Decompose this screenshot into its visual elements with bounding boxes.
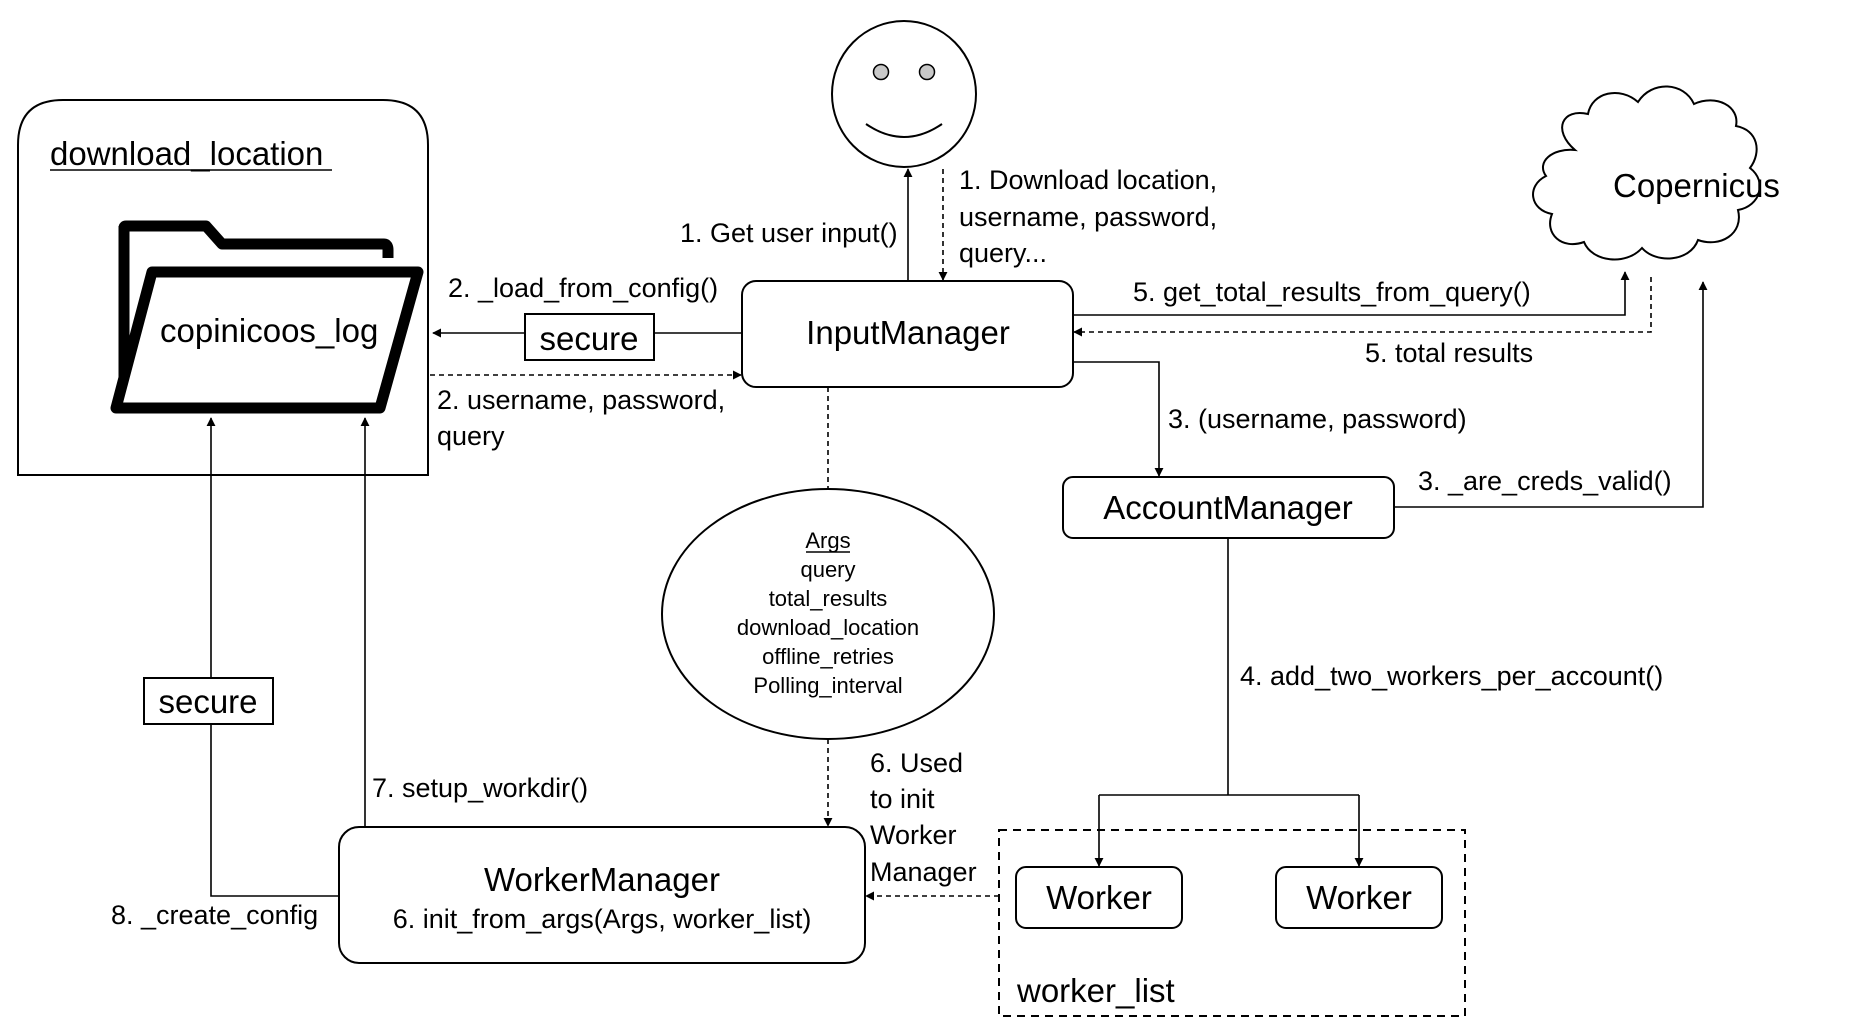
args-ellipse: Args query total_results download_locati…	[661, 488, 995, 740]
label-used-to-init: Worker	[870, 820, 957, 850]
secure-label: secure	[539, 320, 638, 357]
account-manager-box: AccountManager	[1062, 476, 1395, 539]
label-get-total-results: 5. get_total_results_from_query()	[1133, 277, 1531, 307]
label-used-to-init: 6. Used	[870, 748, 963, 778]
label-user-reply: 1. Download location,	[959, 165, 1217, 195]
line-create-config	[210, 724, 339, 897]
copernicus-cloud: Copernicus	[1532, 85, 1780, 261]
args-item: query	[800, 557, 855, 582]
arrow-get-total-results	[1073, 271, 1630, 316]
label-setup-workdir: 7. setup_workdir()	[372, 773, 588, 803]
secure-box-top: secure	[524, 313, 655, 361]
worker-list-container: worker_list	[998, 829, 1466, 1017]
args-item: Polling_interval	[753, 673, 902, 698]
worker-manager-box: WorkerManager 6. init_from_args(Args, wo…	[338, 826, 866, 964]
label-username-password-query: 2. username, password,	[437, 385, 725, 415]
input-manager-box: InputManager	[741, 280, 1074, 388]
worker-manager-title: WorkerManager	[484, 861, 720, 898]
secure-label: secure	[158, 683, 257, 720]
arrow-total-results	[1073, 277, 1652, 337]
worker-label: Worker	[1046, 879, 1152, 916]
folder-icon: copinicoos_log	[110, 220, 424, 414]
args-item: total_results	[769, 586, 888, 611]
label-username-password: 3. (username, password)	[1168, 404, 1467, 434]
label-used-to-init: to init	[870, 784, 935, 814]
arrow-username-password	[1073, 361, 1164, 477]
args-title: Args	[805, 528, 850, 553]
copernicus-label: Copernicus	[1613, 167, 1780, 204]
label-used-to-init: Manager	[870, 857, 977, 887]
worker-box: Worker	[1275, 866, 1443, 929]
args-item: download_location	[737, 615, 919, 640]
label-get-user-input: 1. Get user input()	[680, 218, 898, 248]
label-load-from-config: 2. _load_from_config()	[448, 273, 718, 303]
secure-box-left: secure	[143, 677, 274, 725]
worker-box: Worker	[1015, 866, 1183, 929]
input-manager-label: InputManager	[806, 314, 1010, 351]
label-user-reply: query...	[959, 238, 1047, 268]
folder-label: copinicoos_log	[160, 312, 378, 349]
label-add-two-workers: 4. add_two_workers_per_account()	[1240, 661, 1663, 691]
worker-manager-subtitle: 6. init_from_args(Args, worker_list)	[393, 904, 812, 934]
args-item: offline_retries	[762, 644, 894, 669]
user-smiley-icon	[831, 20, 977, 168]
worker-label: Worker	[1306, 879, 1412, 916]
label-are-creds-valid: 3. _are_creds_valid()	[1418, 466, 1672, 496]
account-manager-label: AccountManager	[1103, 489, 1352, 526]
label-username-password-query: query	[437, 421, 505, 451]
label-user-reply: username, password,	[959, 202, 1217, 232]
worker-list-label: worker_list	[1016, 972, 1175, 1009]
label-create-config: 8. _create_config	[111, 900, 318, 930]
label-total-results: 5. total results	[1365, 338, 1533, 368]
download-location-title: download_location	[50, 135, 323, 172]
arrow-are-creds-valid	[1394, 281, 1708, 508]
